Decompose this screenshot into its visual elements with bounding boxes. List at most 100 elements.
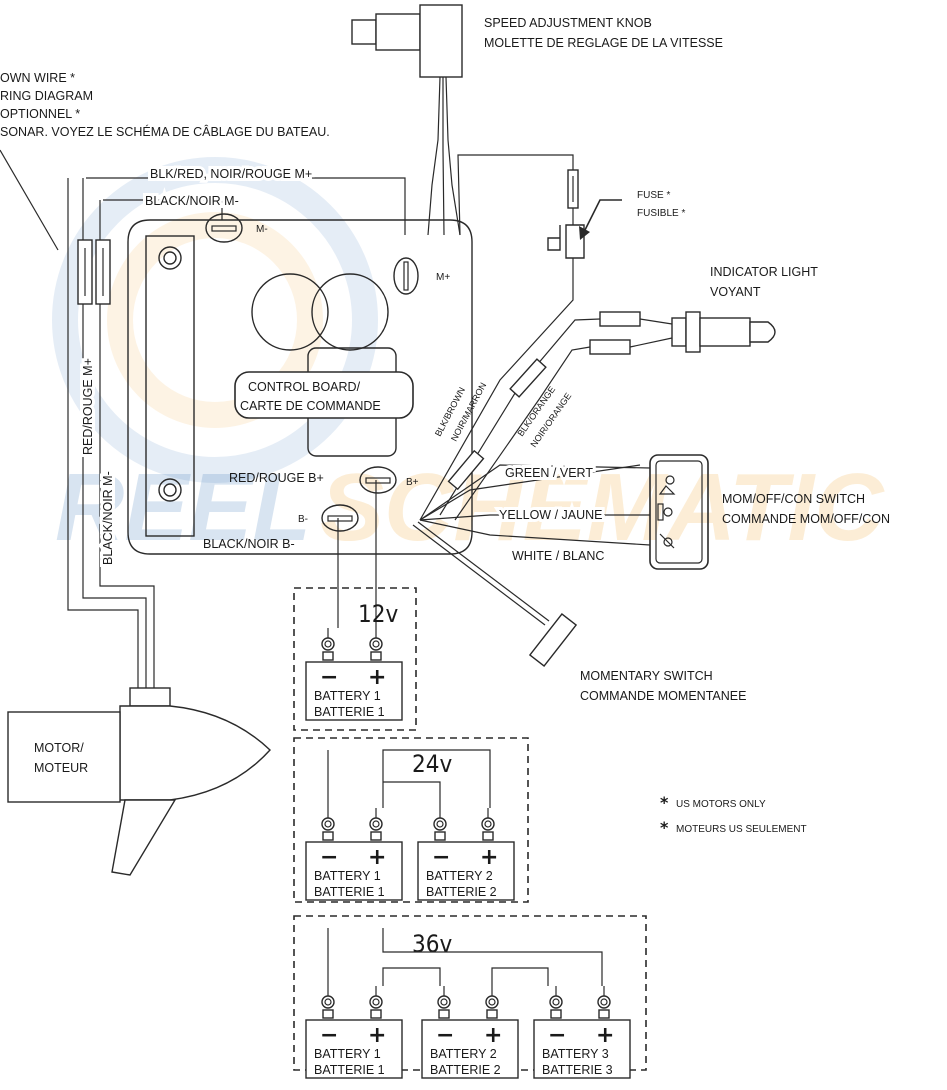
control-board-outline	[127, 219, 473, 555]
fuse-holder	[547, 224, 585, 259]
battery-plus-symbol: +	[596, 1023, 614, 1048]
battery-plus-symbol: +	[368, 1023, 386, 1048]
brown-wire-note-l1: OWN WIRE *	[0, 71, 75, 85]
battery-label-en: BATTERY 2	[430, 1047, 497, 1061]
momentary-label-en: MOMENTARY SWITCH	[580, 669, 713, 683]
battery-minus-symbol: −	[436, 1023, 454, 1048]
blk-red-m-plus-label: BLK/RED, NOIR/ROUGE M+	[150, 167, 312, 181]
brown-wire-note-l2: RING DIAGRAM	[0, 89, 93, 103]
battery-terminal	[369, 817, 383, 831]
battery-plus-symbol: +	[480, 845, 498, 870]
black-m-minus-vertical-label: BLACK/NOIR M-	[101, 471, 115, 565]
battery-terminal	[549, 995, 563, 1009]
mom-off-con-switch	[649, 454, 709, 570]
battery-config-24v	[293, 737, 529, 903]
battery-terminal	[321, 817, 335, 831]
battery-minus-symbol: −	[320, 845, 338, 870]
battery-terminal	[321, 995, 335, 1009]
watermark-word1: REEL	[55, 454, 311, 561]
battery-terminal	[369, 637, 383, 651]
battery-config-12v	[293, 587, 417, 731]
terminal-m-minus	[205, 213, 243, 243]
battery-minus-symbol: −	[320, 665, 338, 690]
battery-terminal	[433, 817, 447, 831]
voltage-label-36v: 36v	[412, 930, 452, 958]
battery-label-fr: BATTERIE 2	[426, 885, 497, 899]
battery-terminal	[369, 995, 383, 1009]
yellow-wire-label: YELLOW / JAUNE	[499, 508, 603, 522]
control-board-label-l1: CONTROL BOARD/	[248, 380, 361, 394]
fuse-label-en: FUSE *	[637, 190, 670, 201]
battery-1-12v	[305, 661, 403, 721]
fuse-arrow	[584, 199, 622, 231]
speed-knob-label-en: SPEED ADJUSTMENT KNOB	[484, 16, 652, 30]
us-only-label-fr: MOTEURS US SEULEMENT	[676, 824, 807, 835]
switch-label-en: MOM/OFF/CON SWITCH	[722, 492, 865, 506]
speed-knob-label-fr: MOLETTE DE REGLAGE DE LA VITESSE	[484, 36, 723, 50]
control-board-label-l2: CARTE DE COMMANDE	[240, 399, 381, 413]
black-m-minus-label: BLACK/NOIR M-	[145, 194, 239, 208]
battery-label-en: BATTERY 2	[426, 869, 493, 883]
battery-plus-symbol: +	[368, 665, 386, 690]
green-wire-label: GREEN / VERT	[505, 466, 593, 480]
battery-label-fr: BATTERIE 2	[430, 1063, 501, 1077]
brown-wire-note-l4: SONAR. VOYEZ LE SCHÉMA DE CÂBLAGE DU BAT…	[0, 124, 330, 139]
battery-label-fr: BATTERIE 1	[314, 885, 385, 899]
terminal-b-plus-label: B+	[406, 477, 419, 488]
voltage-label-12v: 12v	[358, 600, 398, 628]
motor-label-l1: MOTOR/	[34, 741, 84, 755]
terminal-m-minus-label: M-	[256, 224, 268, 235]
battery-terminal	[437, 995, 451, 1009]
battery-terminal	[481, 817, 495, 831]
battery-minus-symbol: −	[548, 1023, 566, 1048]
terminal-m-plus-label: M+	[436, 272, 450, 283]
indicator-label-fr: VOYANT	[710, 285, 761, 299]
terminal-b-plus	[359, 466, 397, 494]
battery-1-24v	[305, 841, 403, 901]
battery-label-fr: BATTERIE 3	[542, 1063, 613, 1077]
motor	[7, 687, 271, 876]
battery-terminal	[597, 995, 611, 1009]
voltage-label-24v: 24v	[412, 750, 452, 778]
battery-plus-symbol: +	[484, 1023, 502, 1048]
motor-label-l2: MOTEUR	[34, 761, 88, 775]
momentary-switch	[528, 612, 578, 668]
control-board-label-box	[234, 371, 414, 419]
us-only-asterisk-2: *	[660, 818, 669, 837]
watermark-word2: SCHEMATIC	[320, 454, 885, 561]
battery-label-en: BATTERY 1	[314, 869, 381, 883]
battery-minus-symbol: −	[320, 1023, 338, 1048]
white-wire-label: WHITE / BLANC	[512, 549, 604, 563]
battery-plus-symbol: +	[368, 845, 386, 870]
battery-3-36v	[533, 1019, 631, 1079]
indicator-light	[439, 311, 776, 521]
red-m-plus-vertical-label: RED/ROUGE M+	[81, 358, 95, 455]
momentary-label-fr: COMMANDE MOMENTANEE	[580, 689, 746, 703]
indicator-label-en: INDICATOR LIGHT	[710, 265, 818, 279]
terminal-b-minus-label: B-	[298, 514, 308, 525]
speed-knob	[351, 4, 463, 236]
black-b-minus-label: BLACK/NOIR B-	[203, 537, 295, 551]
terminal-m-plus	[393, 257, 419, 295]
battery-label-en: BATTERY 3	[542, 1047, 609, 1061]
battery-label-en: BATTERY 1	[314, 1047, 381, 1061]
switch-label-fr: COMMANDE MOM/OFF/CON	[722, 512, 890, 526]
red-b-plus-label: RED/ROUGE B+	[229, 471, 324, 485]
fuse-label-fr: FUSIBLE *	[637, 208, 685, 219]
battery-2-36v	[421, 1019, 519, 1079]
battery-label-fr: BATTERIE 1	[314, 705, 385, 719]
battery-terminal	[485, 995, 499, 1009]
battery-label-en: BATTERY 1	[314, 689, 381, 703]
brown-wire-note-l3: OPTIONNEL *	[0, 107, 80, 121]
brown-wire-leader	[0, 149, 59, 251]
diag-fuse-2	[447, 449, 485, 491]
battery-terminal	[321, 637, 335, 651]
battery-2-24v	[417, 841, 515, 901]
battery-1-36v	[305, 1019, 403, 1079]
us-only-asterisk-1: *	[660, 793, 669, 812]
terminal-b-minus	[321, 504, 359, 532]
battery-minus-symbol: −	[432, 845, 450, 870]
battery-label-fr: BATTERIE 1	[314, 1063, 385, 1077]
us-only-label-en: US MOTORS ONLY	[676, 799, 766, 810]
